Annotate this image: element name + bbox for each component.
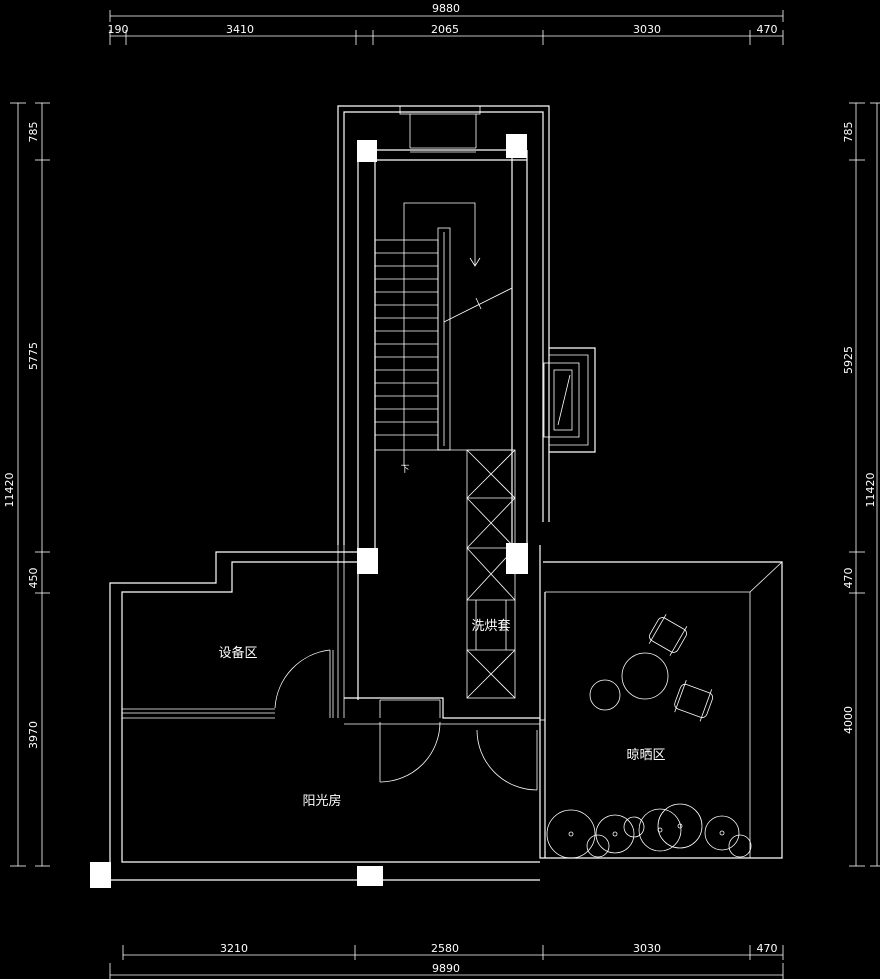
dim-bottom-3: 3030 — [633, 942, 661, 955]
dim-bottom-4: 470 — [757, 942, 778, 955]
room-label-drying: 晾晒区 — [626, 747, 665, 763]
dim-left-4: 3970 — [27, 721, 40, 749]
dimension-bottom: 3210 2580 3030 470 9890 — [109, 942, 784, 979]
dim-top-1: 190 — [108, 23, 129, 36]
side-shaft — [543, 347, 596, 453]
dimension-top: 9880 190 3410 2065 3030 470 — [108, 2, 784, 45]
dim-right-2: 5925 — [842, 346, 855, 374]
shrubs — [546, 803, 752, 859]
outdoor-table-set — [589, 614, 714, 722]
dim-right-4: 4000 — [842, 706, 855, 734]
staircase: 下 — [374, 202, 513, 475]
laundry-stack — [466, 449, 516, 699]
dim-right-total: 11420 — [864, 473, 877, 508]
dim-top-3: 2065 — [431, 23, 459, 36]
room-label-sunroom: 阳光房 — [302, 793, 341, 809]
dim-left-1: 785 — [27, 122, 40, 143]
door-sunroom-right — [476, 729, 538, 791]
structural-columns — [90, 134, 528, 888]
dim-bottom-total: 9890 — [432, 962, 460, 975]
dim-top-4: 3030 — [633, 23, 661, 36]
dim-left-3: 450 — [27, 568, 40, 589]
dimension-right: 785 5925 470 4000 11420 — [842, 102, 880, 867]
dim-right-3: 470 — [842, 568, 855, 589]
door-equipment — [274, 649, 331, 718]
dim-top-2: 3410 — [226, 23, 254, 36]
dim-right-1: 785 — [842, 122, 855, 143]
dim-top-total: 9880 — [432, 2, 460, 15]
dimension-left: 11420 785 5775 450 3970 — [3, 102, 50, 867]
dim-bottom-1: 3210 — [220, 942, 248, 955]
drying-area-walls — [539, 545, 783, 859]
dim-top-5: 470 — [757, 23, 778, 36]
dim-bottom-2: 2580 — [431, 942, 459, 955]
room-label-laundry: 洗烘套 — [471, 618, 510, 634]
door-sunroom-left — [379, 721, 441, 783]
central-tower-walls — [337, 105, 550, 700]
left-block-walls — [109, 545, 540, 881]
dim-left-total: 11420 — [3, 473, 16, 508]
dim-left-2: 5775 — [27, 342, 40, 370]
room-label-equipment: 设备区 — [218, 645, 257, 661]
stair-down-mark: 下 — [400, 465, 409, 475]
